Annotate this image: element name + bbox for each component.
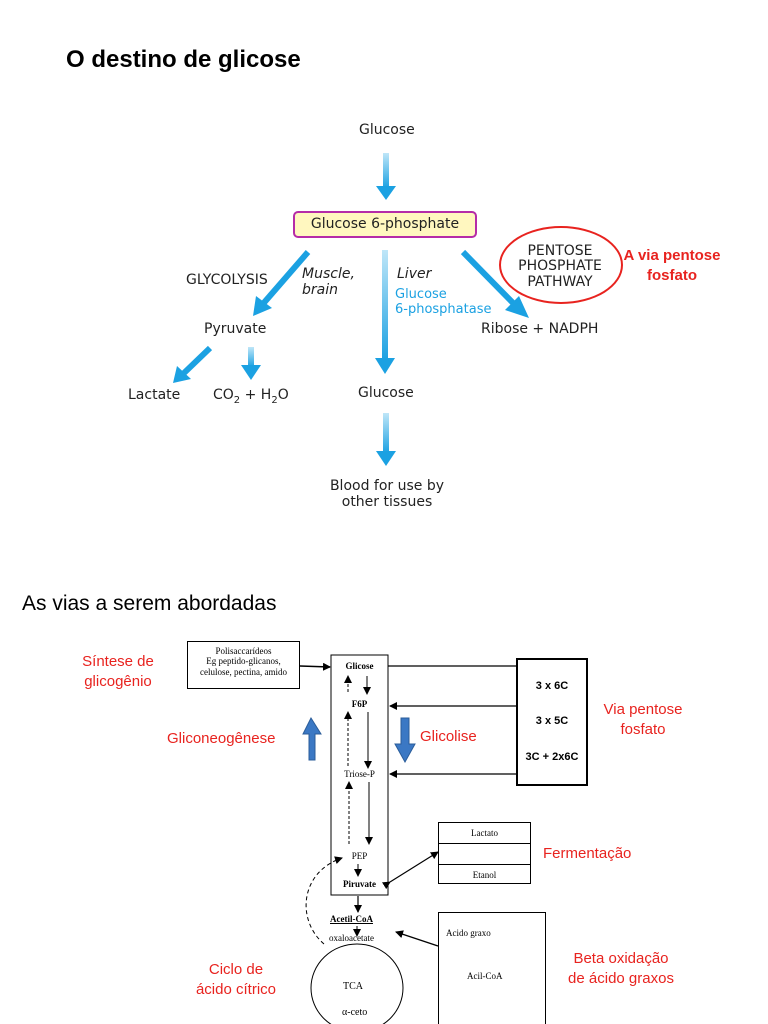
- oxaloacetate-label: oxaloacetate: [329, 933, 374, 943]
- acil-coa-label: Acil-CoA: [467, 971, 503, 982]
- triose-p-node: Triose-P: [344, 769, 375, 779]
- fermentation-box: Lactato Etanol: [438, 822, 531, 884]
- arrow-pyruvate-to-co2: [241, 347, 261, 380]
- polysaccharides-box: Polisaccarídeos Eg peptido-glicanos, cel…: [187, 641, 300, 689]
- pentose-annotation: A via pentose fosfato: [623, 247, 721, 284]
- central-pathway-box: [330, 654, 389, 896]
- liver-label: Liver: [397, 266, 432, 282]
- glycolysis-label: GLYCOLYSIS: [186, 272, 268, 288]
- pep-node: PEP: [351, 851, 368, 861]
- lactato-cell: Lactato: [439, 823, 530, 844]
- glycogen-synthesis-label: Síntese de glicogênio: [82, 653, 154, 690]
- co2-h2o-label: CO2 + H2O: [213, 387, 289, 406]
- glycolysis-down-arrow: [394, 717, 416, 764]
- arrow-glucose-to-g6p: [376, 153, 396, 200]
- pentose-highlight-ellipse: [499, 226, 623, 304]
- muscle-brain-label: Muscle, brain: [302, 266, 355, 299]
- slide-pathways: As vias a serem abordadas: [0, 560, 768, 1024]
- pentose-cycle-box: 3 x 6C 3 x 5C 3C + 2x6C: [516, 658, 588, 786]
- glucose-top-label: Glucose: [359, 122, 415, 138]
- pentose-step-2: 3 x 5C: [535, 715, 569, 727]
- direction-arrows: [302, 716, 416, 764]
- glicose-node: Glicose: [345, 661, 374, 671]
- slide-glucose-fate: O destino de glicose: [66, 46, 721, 511]
- pentose-step-1: 3 x 6C: [535, 680, 569, 692]
- f6p-node: F6P: [351, 699, 368, 709]
- arrow-g6p-to-pyruvate: [253, 250, 311, 316]
- piruvate-node: Piruvate: [343, 879, 376, 889]
- acetil-coa-label: Acetil-CoA: [330, 914, 373, 924]
- arrow-glucose-to-blood: [376, 413, 396, 466]
- gluconeogenesis-up-arrow: [302, 716, 322, 761]
- pyruvate-label: Pyruvate: [204, 321, 267, 337]
- slide-title: O destino de glicose: [66, 46, 301, 73]
- arrow-g6p-to-glucose: [375, 250, 395, 374]
- gluconeogenesis-label: Gliconeogênese: [167, 730, 276, 747]
- pentose-phosphate-pathway-label: PENTOSE PHOSPHATE PATHWAY: [518, 243, 602, 290]
- pentose-step-3: 3C + 2x6C: [525, 751, 579, 763]
- etanol-cell: Etanol: [472, 870, 497, 880]
- glycolysis-label-2: Glicolise: [420, 728, 477, 745]
- ribose-nadph-label: Ribose + NADPH: [481, 321, 599, 337]
- alpha-keto-label: α-ceto: [342, 1007, 368, 1018]
- fermentation-label: Fermentação: [543, 845, 632, 862]
- slide-title-2: As vias a serem abordadas: [22, 592, 277, 615]
- arrow-pyruvate-to-lactate: [173, 345, 213, 383]
- tca-label: TCA: [343, 981, 363, 992]
- empty-cell: [439, 844, 530, 865]
- blood-label: Blood for use by other tissues: [329, 478, 445, 511]
- citric-acid-cycle-label: Ciclo de ácido cítrico: [195, 961, 277, 998]
- beta-oxidation-label: Beta oxidação de ácido graxos: [568, 950, 674, 987]
- glucose-6-phosphate-box: Glucose 6-phosphate: [293, 211, 477, 238]
- glucose-6-phosphatase-label: Glucose 6-phosphatase: [395, 287, 492, 317]
- arrow-g6p-to-pentose: [460, 249, 529, 318]
- lactate-label: Lactate: [128, 387, 181, 403]
- acido-graxo-label: Acido graxo: [446, 928, 491, 939]
- pentose-pathway-label: Via pentose fosfato: [603, 701, 683, 738]
- glucose-mid-label: Glucose: [358, 385, 414, 401]
- glucose-arrows: [173, 153, 529, 466]
